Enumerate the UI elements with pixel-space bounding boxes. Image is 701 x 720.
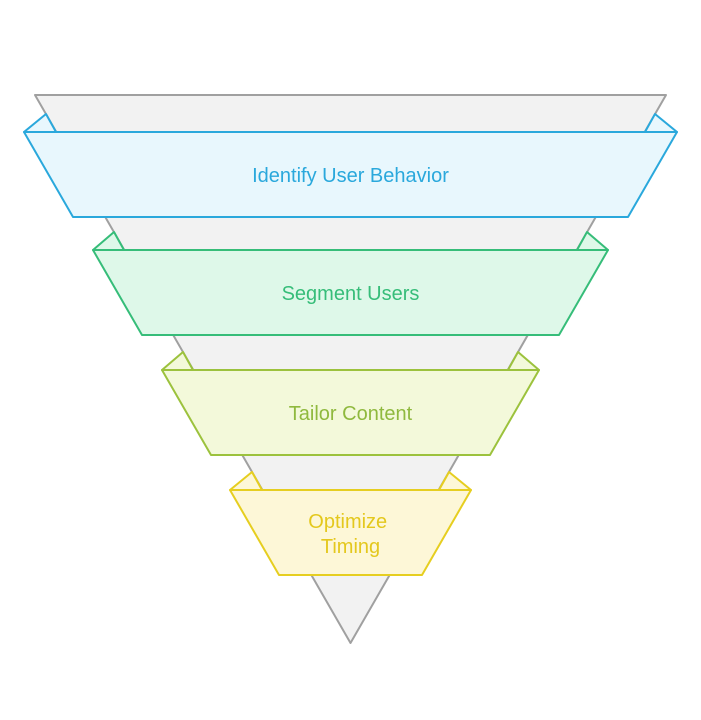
stage-label-line-1: Optimize: [308, 511, 387, 533]
funnel-stage-1: Identify User Behavior: [23, 113, 678, 218]
stage-label: Identify User Behavior: [252, 165, 449, 187]
stage-label-line-2: Timing: [321, 536, 380, 558]
stage-label: Segment Users: [282, 283, 420, 305]
stage-label: Tailor Content: [289, 403, 413, 425]
ribbon-band: [92, 249, 609, 336]
ribbon-band: [229, 489, 472, 576]
funnel-stage-4: Optimize Timing: [229, 471, 472, 576]
funnel-stage-3: Tailor Content: [161, 351, 540, 456]
stage-label: Optimize Timing: [308, 511, 392, 558]
ribbon-band: [23, 131, 678, 218]
ribbon-band: [161, 369, 540, 456]
funnel-stage-2: Segment Users: [92, 231, 609, 336]
